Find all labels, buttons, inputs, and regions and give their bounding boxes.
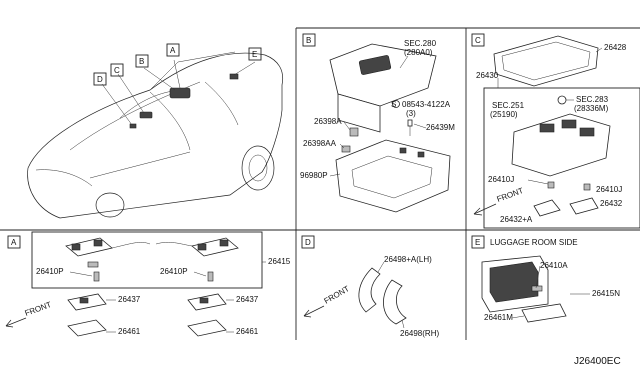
- svg-text:A: A: [170, 46, 176, 55]
- svg-text:96980P: 96980P: [300, 171, 328, 180]
- callout-c: C: [110, 63, 124, 77]
- panel-dividers: [0, 27, 640, 340]
- section-c: C 26428 26430 SEC.251 (25190) SEC.283 (2…: [471, 33, 640, 229]
- callout-b: B: [135, 54, 149, 68]
- front-arrow-icon: [473, 203, 497, 216]
- svg-text:(3): (3): [406, 109, 416, 118]
- svg-text:26461M: 26461M: [484, 313, 513, 322]
- svg-text:26398AA: 26398AA: [303, 139, 337, 148]
- svg-text:26498+A(LH): 26498+A(LH): [384, 255, 432, 264]
- svg-text:26415N: 26415N: [592, 289, 620, 298]
- svg-text:D: D: [97, 75, 103, 84]
- svg-text:26410J: 26410J: [596, 185, 622, 194]
- svg-text:SEC.251: SEC.251: [492, 101, 525, 110]
- svg-text:26461: 26461: [236, 327, 259, 336]
- svg-text:FRONT: FRONT: [323, 284, 351, 306]
- svg-text:26410A: 26410A: [540, 261, 568, 270]
- svg-text:B: B: [139, 57, 144, 66]
- svg-text:(25190): (25190): [490, 110, 518, 119]
- section-b: B SEC.280 (280A0) S 08543-4122A (3) 2643…: [300, 33, 455, 213]
- svg-text:LUGGAGE ROOM SIDE: LUGGAGE ROOM SIDE: [490, 238, 578, 247]
- section-d: D 26498+A(LH) 26498(RH) FRONT: [301, 235, 439, 338]
- callout-e: E: [248, 47, 262, 61]
- svg-text:B: B: [306, 36, 311, 45]
- assist-grip-rh: [383, 279, 407, 325]
- car-overview: [27, 51, 284, 219]
- svg-text:D: D: [305, 238, 311, 247]
- svg-text:E: E: [252, 50, 257, 59]
- diagram-code: J26400EC: [574, 356, 621, 367]
- svg-text:26437: 26437: [118, 295, 141, 304]
- front-arrow-icon: [5, 317, 27, 328]
- overhead-console-lower: [335, 139, 451, 213]
- assist-grip-lh: [358, 267, 381, 313]
- svg-text:E: E: [475, 238, 480, 247]
- svg-text:FRONT: FRONT: [24, 300, 53, 318]
- svg-text:26432: 26432: [600, 199, 623, 208]
- svg-text:26430: 26430: [476, 71, 499, 80]
- svg-text:(28336M): (28336M): [574, 104, 609, 113]
- svg-text:SEC.283: SEC.283: [576, 95, 609, 104]
- svg-text:A: A: [11, 238, 17, 247]
- svg-text:C: C: [475, 36, 481, 45]
- svg-text:SEC.280: SEC.280: [404, 39, 437, 48]
- map-lamp-housing: [511, 113, 611, 177]
- svg-text:S: S: [391, 100, 396, 109]
- svg-text:08543-4122A: 08543-4122A: [402, 100, 451, 109]
- svg-text:26439M: 26439M: [426, 123, 455, 132]
- callout-d: D: [93, 72, 107, 86]
- front-arrow-icon: [303, 305, 325, 318]
- svg-text:26428: 26428: [604, 43, 627, 52]
- svg-text:26437: 26437: [236, 295, 259, 304]
- console-frame: [493, 35, 599, 87]
- svg-text:(280A0): (280A0): [404, 48, 433, 57]
- svg-text:26432+A: 26432+A: [500, 215, 533, 224]
- svg-text:26415: 26415: [268, 257, 291, 266]
- svg-text:FRONT: FRONT: [496, 186, 525, 204]
- svg-text:26410P: 26410P: [160, 267, 188, 276]
- section-e: E LUGGAGE ROOM SIDE 26410A 26415N 26461M: [471, 235, 620, 323]
- svg-text:26398A: 26398A: [314, 117, 342, 126]
- svg-text:26410J: 26410J: [488, 175, 514, 184]
- svg-text:26410P: 26410P: [36, 267, 64, 276]
- screw-icon: [392, 100, 400, 108]
- svg-text:C: C: [114, 66, 120, 75]
- callout-a: A: [166, 43, 180, 57]
- svg-text:26498(RH): 26498(RH): [400, 329, 439, 338]
- svg-text:26461: 26461: [118, 327, 141, 336]
- section-a: A 26415 26410P 26410P 26437 26437 26461: [5, 231, 291, 337]
